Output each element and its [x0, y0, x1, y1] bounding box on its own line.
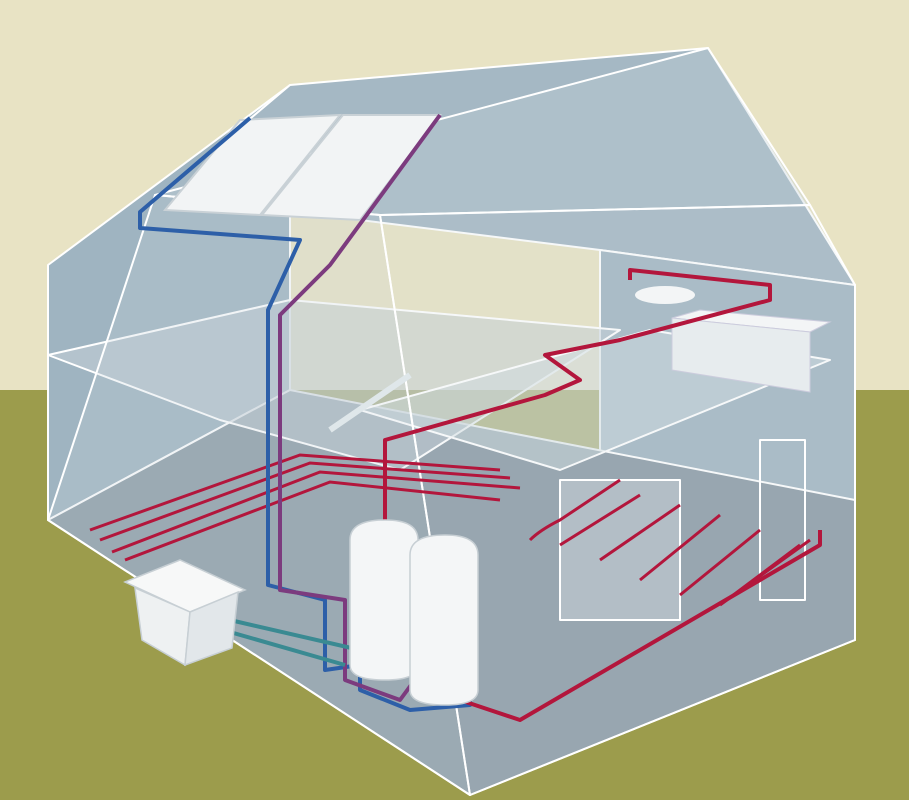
heating-flow-pipe	[383, 268, 772, 520]
cold-water-pipe	[138, 116, 472, 712]
door	[759, 439, 806, 601]
boiler-teal-pipe	[229, 618, 361, 667]
bathtub	[671, 309, 832, 393]
interior-wall	[559, 479, 681, 621]
underfloor-heating-right	[528, 478, 811, 607]
underfloor-heating-left	[89, 453, 521, 562]
solar-collectors	[162, 113, 443, 222]
storage-tank-front	[409, 534, 479, 706]
stair-line	[328, 372, 412, 433]
heating-floor-pipe	[459, 530, 822, 722]
solar-panel-right	[259, 114, 443, 222]
storage-tank-back	[349, 519, 419, 681]
boiler-unit	[123, 559, 247, 667]
wash-basin	[635, 286, 695, 304]
solar-panel-left	[162, 113, 343, 217]
storage-tanks	[349, 519, 479, 706]
